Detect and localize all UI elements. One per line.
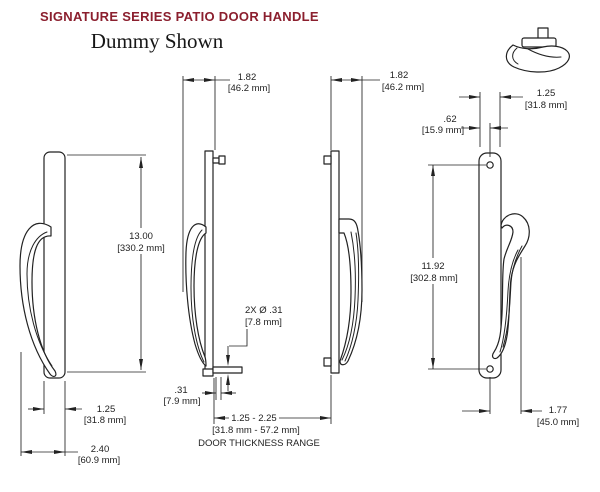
dim-post-step: .31 [7.9 mm]: [164, 377, 236, 407]
view-side-left: 13.00 [330.2 mm] 1.25 [31.8 mm] 2.40 [60…: [19, 151, 165, 466]
dim-outer-width: 1.82 [46.2 mm]: [330, 70, 424, 302]
dim-inner-width-mm: [46.2 mm]: [228, 83, 270, 94]
top-post-cap: [218, 155, 226, 165]
handle-end-view-icon: [505, 27, 570, 73]
plate-side-inner: [204, 150, 214, 374]
dim-post-diameter-mm: [7.8 mm]: [245, 317, 282, 328]
bottom-screw-stub: [323, 357, 332, 367]
dim-door-thickness-in: 1.25 - 2.25: [231, 413, 276, 424]
dim-handle-projection-mm: [45.0 mm]: [537, 417, 579, 428]
dim-post-step-mm: [7.9 mm]: [164, 396, 201, 407]
dim-post-diameter: 2X Ø .31 [7.8 mm]: [226, 305, 283, 391]
dim-inner-width: 1.82 [46.2 mm]: [182, 72, 270, 292]
page-subtitle: Dummy Shown: [91, 29, 224, 53]
dim-hole-spacing-mm: [302.8 mm]: [410, 273, 458, 284]
top-screw-stub: [323, 155, 332, 165]
dim-post-diameter-in: 2X Ø .31: [245, 305, 283, 316]
dim-outer-width-in: 1.82: [390, 70, 409, 81]
handle-grip-left: [19, 222, 57, 377]
view-front: 1.25 [31.8 mm] .62 [15.9 mm] 11.92 [302.…: [410, 88, 579, 428]
dim-plate-width: 1.25 [31.8 mm]: [459, 88, 567, 147]
dim-hole-spacing: 11.92 [302.8 mm]: [410, 164, 486, 370]
dim-hole-offset: .62 [15.9 mm]: [422, 114, 508, 157]
header: SIGNATURE SERIES PATIO DOOR HANDLE Dummy…: [40, 9, 319, 53]
dim-plate-width-in: 1.25: [537, 88, 556, 99]
dim-inner-width-in: 1.82: [238, 72, 257, 83]
handle-grip-inner: [185, 223, 207, 367]
plate-side-left: [43, 151, 66, 379]
plate-foot: [202, 368, 214, 377]
dim-door-thickness-mm: [31.8 mm - 57.2 mm]: [212, 425, 300, 436]
mounting-post: [212, 366, 243, 374]
dim-outer-width-mm: [46.2 mm]: [382, 82, 424, 93]
top-screw-hole: [486, 161, 494, 169]
dim-hole-spacing-in: 11.92: [421, 261, 444, 272]
dim-post-step-in: .31: [174, 385, 187, 396]
dim-overall-depth-mm: [60.9 mm]: [78, 455, 120, 466]
dim-overall-height-in: 13.00: [129, 231, 153, 242]
dim-handle-projection-in: 1.77: [549, 405, 568, 416]
dim-base-depth: 1.25 [31.8 mm]: [28, 381, 126, 426]
dim-overall-height: 13.00 [330.2 mm]: [67, 154, 165, 373]
dim-base-depth-mm: [31.8 mm]: [84, 415, 126, 426]
plate-side-outer: [330, 150, 340, 374]
dim-base-depth-in: 1.25: [97, 404, 116, 415]
page-title: SIGNATURE SERIES PATIO DOOR HANDLE: [40, 9, 319, 24]
view-side-outer: 1.82 [46.2 mm]: [323, 70, 424, 374]
handle-grip-outer: [338, 218, 363, 366]
top-post-stub: [212, 157, 220, 164]
dim-door-thickness: 1.25 - 2.25 [31.8 mm - 57.2 mm] DOOR THI…: [198, 375, 332, 449]
dim-door-thickness-note: DOOR THICKNESS RANGE: [198, 438, 320, 449]
dim-hole-offset-mm: [15.9 mm]: [422, 125, 464, 136]
dim-overall-depth: 2.40 [60.9 mm]: [20, 352, 120, 466]
dim-overall-height-mm: [330.2 mm]: [117, 243, 165, 254]
dim-hole-offset-in: .62: [443, 114, 456, 125]
dim-overall-depth-in: 2.40: [91, 444, 110, 455]
view-side-inner: 1.82 [46.2 mm] 2X Ø .31 [7.8 mm] .31 [7.…: [164, 72, 332, 449]
bottom-screw-hole: [486, 365, 494, 373]
dim-handle-projection: 1.77 [45.0 mm]: [462, 257, 579, 428]
dim-plate-width-mm: [31.8 mm]: [525, 100, 567, 111]
